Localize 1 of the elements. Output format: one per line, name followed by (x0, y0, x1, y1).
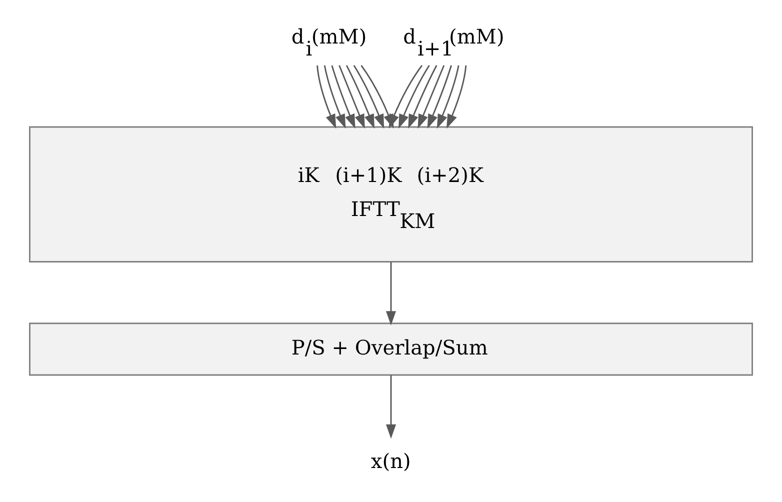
node-text: x(n) (370, 448, 411, 473)
